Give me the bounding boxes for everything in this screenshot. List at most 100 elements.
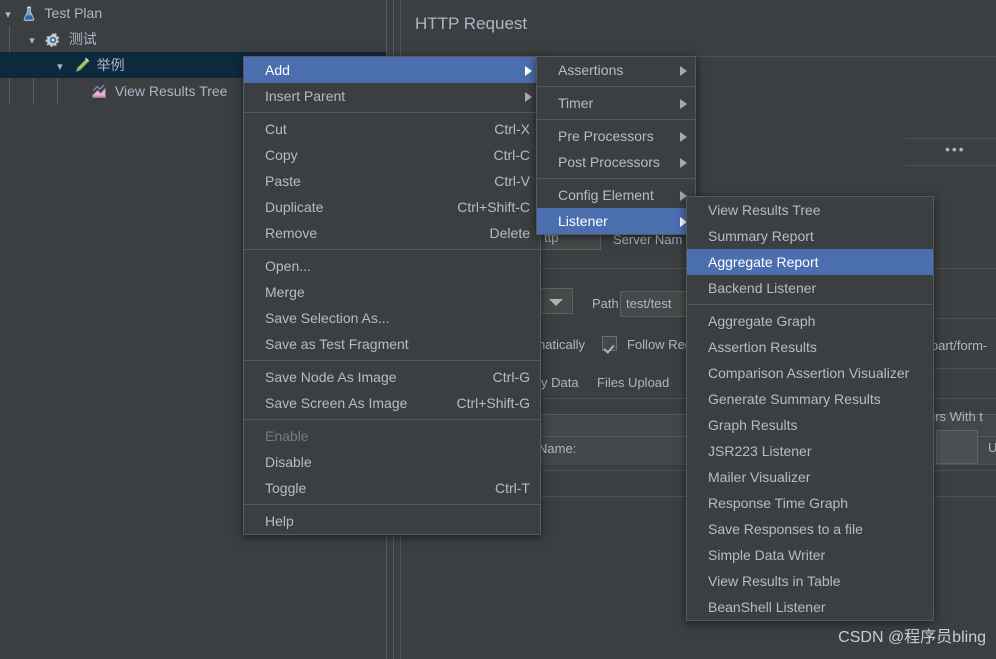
chevron-down-icon[interactable]: ▾ bbox=[57, 61, 63, 73]
menu-item-label: Assertions bbox=[558, 62, 624, 78]
tree-row[interactable]: View Results Tree bbox=[90, 78, 227, 104]
name-label: Name: bbox=[538, 441, 577, 456]
menu-item-shortcut: Ctrl-V bbox=[494, 173, 530, 189]
menu-item-merge[interactable]: Merge bbox=[244, 279, 540, 305]
listener-item-summary-report[interactable]: Summary Report bbox=[687, 223, 933, 249]
listener-item-view-results-tree[interactable]: View Results Tree bbox=[687, 197, 933, 223]
listener-item-response-time-graph[interactable]: Response Time Graph bbox=[687, 490, 933, 516]
menu-separator bbox=[537, 119, 695, 120]
listener-item-backend-listener[interactable]: Backend Listener bbox=[687, 275, 933, 301]
upload-button[interactable] bbox=[936, 430, 978, 464]
menu-item-enable: Enable bbox=[244, 423, 540, 449]
menu-item-label: BeanShell Listener bbox=[708, 599, 826, 615]
tree-row-label: 测试 bbox=[68, 31, 97, 47]
menu-item-label: Save Screen As Image bbox=[265, 395, 408, 411]
listener-item-jsr223-listener[interactable]: JSR223 Listener bbox=[687, 438, 933, 464]
menu-item-help[interactable]: Help bbox=[244, 508, 540, 534]
follow-redirects-checkbox[interactable] bbox=[602, 336, 617, 351]
menu-item-label: Enable bbox=[265, 428, 309, 444]
menu-item-label: Simple Data Writer bbox=[708, 547, 826, 563]
menu-item-shortcut: Delete bbox=[489, 225, 530, 241]
listener-item-aggregate-graph[interactable]: Aggregate Graph bbox=[687, 308, 933, 334]
listener-item-comparison-assertion-visualizer[interactable]: Comparison Assertion Visualizer bbox=[687, 360, 933, 386]
tree-guide bbox=[57, 78, 58, 104]
menu-item-label: Duplicate bbox=[265, 199, 324, 215]
submenu-item-pre-processors[interactable]: Pre Processors bbox=[537, 123, 695, 149]
chevron-right-icon bbox=[680, 191, 687, 201]
menu-item-shortcut: Ctrl-X bbox=[494, 121, 530, 137]
menu-item-disable[interactable]: Disable bbox=[244, 449, 540, 475]
submenu-item-timer[interactable]: Timer bbox=[537, 90, 695, 116]
submenu-item-assertions[interactable]: Assertions bbox=[537, 57, 695, 83]
menu-item-save-selection-as[interactable]: Save Selection As... bbox=[244, 305, 540, 331]
menu-item-label: Paste bbox=[265, 173, 301, 189]
tree-row-label: View Results Tree bbox=[114, 83, 228, 99]
submenu-item-post-processors[interactable]: Post Processors bbox=[537, 149, 695, 175]
menu-item-save-as-test-fragment[interactable]: Save as Test Fragment bbox=[244, 331, 540, 357]
add-submenu[interactable]: Assertions Timer Pre Processors Post Pro… bbox=[536, 56, 696, 235]
listener-item-beanshell-listener[interactable]: BeanShell Listener bbox=[687, 594, 933, 620]
more-options-icon[interactable]: ••• bbox=[945, 141, 966, 157]
menu-item-label: Aggregate Graph bbox=[708, 313, 816, 329]
chevron-right-icon bbox=[680, 132, 687, 142]
menu-item-label: Save Responses to a file bbox=[708, 521, 863, 537]
menu-item-add[interactable]: Add bbox=[244, 57, 540, 83]
listener-submenu[interactable]: View Results Tree Summary Report Aggrega… bbox=[686, 196, 934, 621]
files-upload-tab[interactable]: Files Upload bbox=[597, 375, 670, 390]
menu-item-label: Summary Report bbox=[708, 228, 814, 244]
menu-separator bbox=[244, 360, 540, 361]
listener-item-view-results-in-table[interactable]: View Results in Table bbox=[687, 568, 933, 594]
menu-item-cut[interactable]: Cut Ctrl-X bbox=[244, 116, 540, 142]
menu-item-label: Assertion Results bbox=[708, 339, 817, 355]
menu-item-paste[interactable]: Paste Ctrl-V bbox=[244, 168, 540, 194]
chevron-right-icon bbox=[525, 66, 532, 76]
chevron-down-icon[interactable]: ▾ bbox=[5, 9, 11, 21]
chevron-down-icon[interactable]: ▾ bbox=[29, 35, 35, 47]
submenu-item-listener[interactable]: Listener bbox=[537, 208, 695, 234]
listener-item-mailer-visualizer[interactable]: Mailer Visualizer bbox=[687, 464, 933, 490]
menu-item-label: Backend Listener bbox=[708, 280, 817, 296]
body-data-tab[interactable]: y Data bbox=[541, 375, 579, 390]
follow-redirects-label: Follow Red bbox=[627, 337, 693, 352]
listener-item-generate-summary-results[interactable]: Generate Summary Results bbox=[687, 386, 933, 412]
submenu-item-config-element[interactable]: Config Element bbox=[537, 182, 695, 208]
listener-item-graph-results[interactable]: Graph Results bbox=[687, 412, 933, 438]
listener-item-aggregate-report[interactable]: Aggregate Report bbox=[687, 249, 933, 275]
menu-separator bbox=[244, 504, 540, 505]
content-type-value: ipart/form- bbox=[928, 338, 988, 353]
listener-item-save-responses-to-a-file[interactable]: Save Responses to a file bbox=[687, 516, 933, 542]
menu-item-label: Cut bbox=[265, 121, 287, 137]
auto-redirect-label: natically bbox=[538, 337, 585, 352]
menu-item-label: Save Selection As... bbox=[265, 310, 390, 326]
menu-item-label: Open... bbox=[265, 258, 311, 274]
page-title: HTTP Request bbox=[415, 14, 528, 33]
menu-item-label: Insert Parent bbox=[265, 88, 346, 104]
menu-item-label: Listener bbox=[558, 213, 608, 229]
upload-button-label: U bbox=[988, 440, 996, 455]
path-label: Path: bbox=[592, 296, 623, 311]
tree-row-label: 举例 bbox=[96, 57, 125, 73]
menu-item-label: Merge bbox=[265, 284, 305, 300]
menu-item-label: Save Node As Image bbox=[265, 369, 397, 385]
thread-group-gear-icon bbox=[44, 31, 62, 49]
menu-item-open[interactable]: Open... bbox=[244, 253, 540, 279]
menu-item-label: Toggle bbox=[265, 480, 307, 496]
tree-row[interactable]: ▾ Test Plan bbox=[0, 0, 102, 26]
menu-item-label: Disable bbox=[265, 454, 312, 470]
menu-item-label: Copy bbox=[265, 147, 298, 163]
listener-item-assertion-results[interactable]: Assertion Results bbox=[687, 334, 933, 360]
listener-item-simple-data-writer[interactable]: Simple Data Writer bbox=[687, 542, 933, 568]
menu-item-label: Save as Test Fragment bbox=[265, 336, 409, 352]
chevron-right-icon bbox=[680, 217, 687, 227]
tree-guide bbox=[33, 52, 34, 104]
menu-item-insert-parent[interactable]: Insert Parent bbox=[244, 83, 540, 109]
method-combo[interactable] bbox=[539, 288, 573, 314]
tree-row[interactable]: ▾ 测试 bbox=[24, 26, 97, 52]
